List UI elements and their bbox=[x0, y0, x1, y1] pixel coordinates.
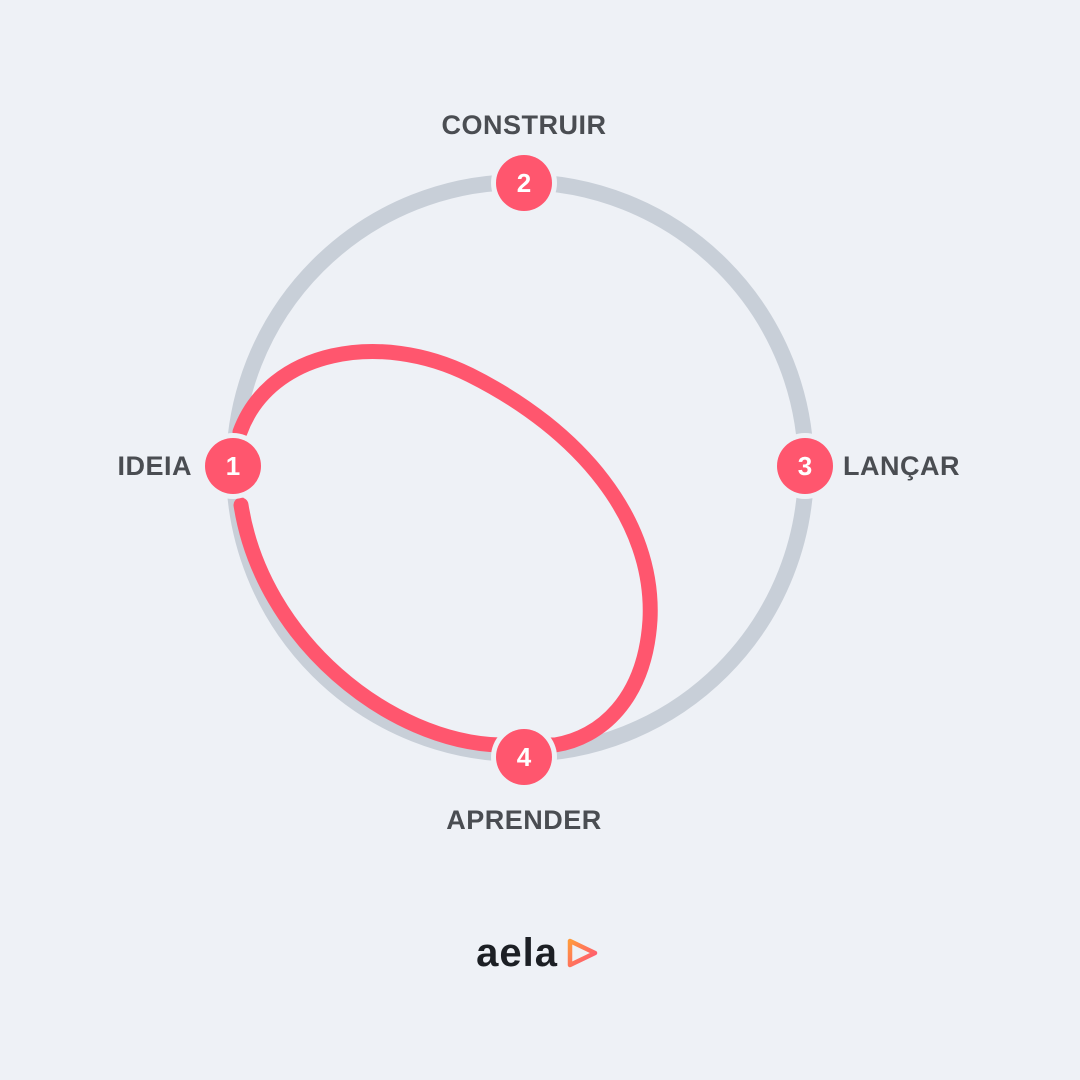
step-1-label: IDEIA bbox=[117, 451, 192, 481]
node-2 bbox=[496, 155, 552, 211]
node-1 bbox=[205, 438, 261, 494]
play-triangle-icon bbox=[567, 938, 598, 968]
step-2-label: CONSTRUIR bbox=[442, 110, 607, 140]
step-3-label: LANÇAR bbox=[843, 451, 960, 481]
node-1-number: 1 bbox=[226, 451, 240, 481]
brand-logo: aela bbox=[476, 931, 598, 975]
node-4-number: 4 bbox=[517, 742, 532, 772]
node-2-number: 2 bbox=[517, 168, 531, 198]
step-3: 3 LANÇAR bbox=[772, 433, 960, 499]
step-1: 1 IDEIA bbox=[117, 433, 266, 499]
step-2: 2 CONSTRUIR bbox=[442, 110, 607, 216]
step-4: 4 APRENDER bbox=[446, 724, 602, 835]
node-3 bbox=[777, 438, 833, 494]
node-3-number: 3 bbox=[798, 451, 812, 481]
brand-name: aela bbox=[476, 931, 558, 975]
learning-loop bbox=[232, 344, 658, 753]
step-4-label: APRENDER bbox=[446, 805, 602, 835]
node-4 bbox=[496, 729, 552, 785]
